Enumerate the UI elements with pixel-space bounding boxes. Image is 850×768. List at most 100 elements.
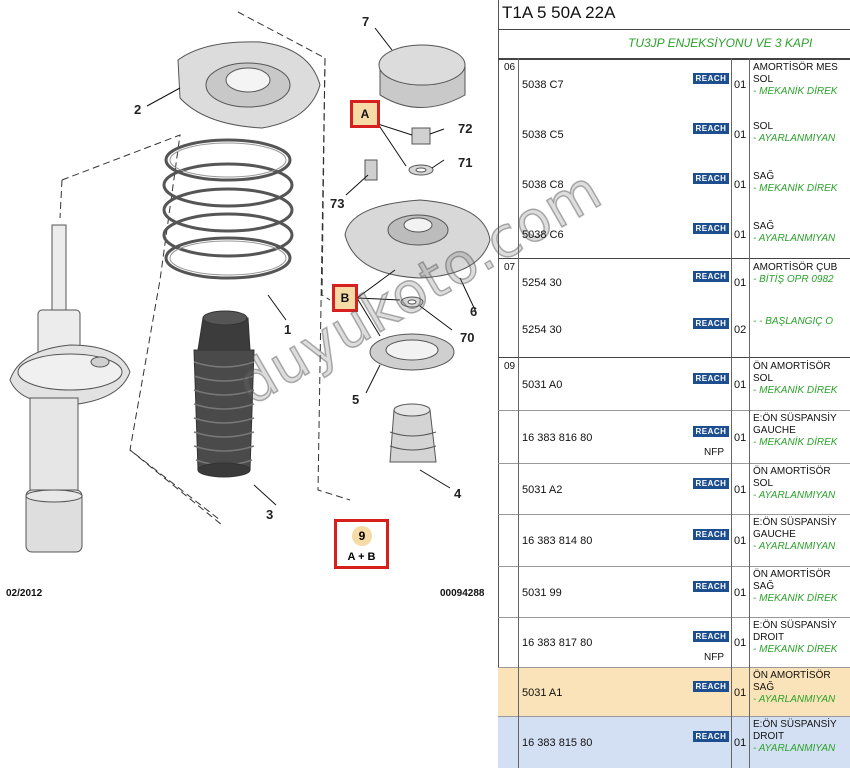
group-code: 09 (504, 361, 516, 372)
panel-title: T1A 5 50A 22A (502, 3, 616, 22)
description-note: - MEKANİK DİREK (753, 183, 838, 194)
column-separator (518, 58, 519, 768)
part-reference: 5254 30 (522, 324, 562, 336)
panel-subheader: TU3JP ENJEKSİYONU VE 3 KAPI (498, 29, 850, 60)
description-note: - AYARLANMIYAN (753, 233, 836, 244)
callout-71: 71 (458, 155, 473, 170)
description-note: - MEKANİK DİREK (753, 385, 838, 396)
reach-badge: REACH (693, 581, 729, 592)
part-reference: 5031 A1 (522, 687, 563, 699)
reach-badge: REACH (693, 373, 729, 384)
kit-9-box[interactable]: 9 A + B (334, 519, 389, 569)
description-side: DROIT (753, 731, 785, 742)
reach-badge: REACH (693, 223, 729, 234)
column-separator (731, 58, 732, 768)
description-note: - - BAŞLANGIÇ O (753, 316, 834, 327)
part-reference: 16 383 816 80 (522, 432, 593, 444)
group-divider (498, 357, 850, 358)
quantity: 01 (734, 587, 747, 599)
part-description: SAĞ- AYARLANMIYAN (753, 221, 835, 245)
quantity: 01 (734, 484, 747, 496)
table-row[interactable]: 5254 30 REACH 02 - - BAŞLANGIÇ O (498, 305, 850, 355)
description-note: - BİTİŞ OPR 0982 (753, 274, 834, 285)
kit-9-number: 9 (352, 526, 372, 546)
description-title: E:ÖN SÜSPANSİY (753, 719, 837, 730)
group-code: 06 (504, 62, 516, 73)
description-side: SAĞ (753, 171, 775, 182)
reach-badge: REACH (693, 173, 729, 184)
callout-2: 2 (134, 102, 142, 117)
quantity: 01 (734, 129, 747, 141)
subheader-text: TU3JP ENJEKSİYONU VE 3 KAPI (628, 36, 813, 50)
reach-badge: REACH (693, 318, 729, 329)
reach-badge: REACH (693, 681, 729, 692)
reach-badge: REACH (693, 529, 729, 540)
exploded-diagram: 7 2 72 71 73 1 6 70 5 3 4 A B 9 A + B 02… (6, 11, 613, 599)
description-note: - MEKANİK DİREK (753, 593, 838, 604)
description-side: SOL (753, 478, 774, 489)
description-side: SAĞ (753, 682, 775, 693)
quantity: 01 (734, 637, 747, 649)
part-description: - - BAŞLANGIÇ O (753, 316, 833, 328)
part-reference: 5038 C6 (522, 229, 564, 241)
description-side: SOL (753, 121, 774, 132)
description-side: DROIT (753, 632, 785, 643)
description-title: AMORTİSÖR MES (753, 62, 838, 73)
part-reference: 5254 30 (522, 277, 562, 289)
column-separator (749, 58, 750, 768)
callout-72: 72 (458, 121, 473, 136)
part-reference: 5031 99 (522, 587, 562, 599)
callout-1: 1 (284, 322, 292, 337)
callout-5: 5 (352, 392, 360, 407)
parts-panel: T1A 5 50A 22A TU3JP ENJEKSİYONU VE 3 KAP… (498, 0, 850, 768)
part-description: SOL- AYARLANMIYAN (753, 121, 835, 145)
quantity: 01 (734, 179, 747, 191)
group-divider (498, 258, 850, 259)
description-note: - AYARLANMIYAN (753, 133, 836, 144)
reach-badge: REACH (693, 123, 729, 134)
part-reference: 16 383 817 80 (522, 637, 593, 649)
panel-divider (498, 0, 499, 768)
description-side: GAUCHE (753, 529, 796, 540)
description-title: E:ÖN SÜSPANSİY (753, 413, 837, 424)
callout-70: 70 (460, 330, 475, 345)
reach-badge: REACH (693, 731, 729, 742)
quantity: 01 (734, 737, 747, 749)
kit-a-label[interactable]: A (350, 100, 380, 128)
description-title: ÖN AMORTİSÖR (753, 670, 831, 681)
description-title: ÖN AMORTİSÖR (753, 466, 831, 477)
kit-b-label[interactable]: B (332, 284, 358, 312)
quantity: 01 (734, 535, 747, 547)
quantity: 01 (734, 277, 747, 289)
part-reference: 5031 A2 (522, 484, 563, 496)
part-reference: 16 383 814 80 (522, 535, 593, 547)
description-note: - AYARLANMIYAN (753, 743, 836, 754)
quantity: 02 (734, 324, 747, 336)
group-code: 07 (504, 262, 516, 273)
callout-73: 73 (330, 196, 345, 211)
kit-9-contents: A + B (347, 551, 376, 563)
description-side: SAĞ (753, 581, 775, 592)
callout-6: 6 (470, 304, 478, 319)
nfp-flag: NFP (704, 447, 724, 458)
quantity: 01 (734, 379, 747, 391)
